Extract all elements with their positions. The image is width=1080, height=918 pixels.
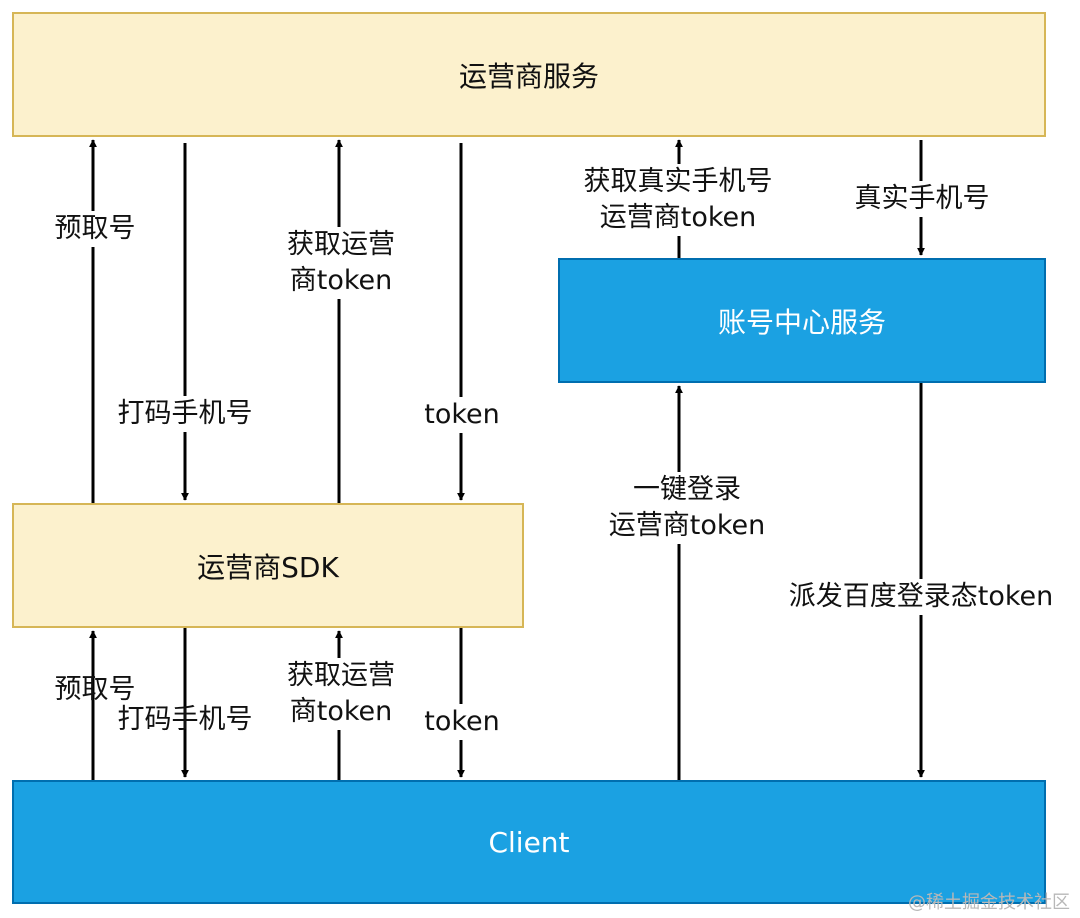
label-sdk-to-operator-prefetch: 预取号 bbox=[54, 211, 136, 247]
label-operator-to-account-real: 真实手机号 bbox=[854, 181, 990, 217]
operator-sdk-box: 运营商SDK bbox=[12, 503, 524, 628]
label-account-to-operator-real: 获取真实手机号 运营商token bbox=[583, 164, 773, 236]
label-sdk-to-operator-get-token: 获取运营 商token bbox=[287, 227, 395, 299]
client-box: Client bbox=[12, 780, 1046, 904]
label-client-to-account-login: 一键登录 运营商token bbox=[608, 472, 766, 544]
label-client-to-sdk-get-token: 获取运营 商token bbox=[287, 658, 395, 730]
label-operator-to-sdk-token: token bbox=[424, 397, 500, 433]
label-account-to-client-token: 派发百度登录态token bbox=[788, 579, 1054, 615]
operator-service-label: 运营商服务 bbox=[458, 59, 599, 93]
account-center-label: 账号中心服务 bbox=[717, 305, 886, 339]
watermark: @稀土掘金技术社区 bbox=[908, 892, 1070, 913]
client-label: Client bbox=[488, 825, 570, 859]
operator-sdk-label: 运营商SDK bbox=[197, 550, 339, 584]
label-client-to-sdk-prefetch: 预取号 bbox=[54, 674, 136, 705]
label-sdk-to-client-masked: 打码手机号 bbox=[117, 704, 253, 735]
account-center-box: 账号中心服务 bbox=[558, 258, 1046, 383]
operator-service-box: 运营商服务 bbox=[12, 12, 1046, 137]
label-sdk-to-client-token: token bbox=[424, 704, 500, 740]
label-operator-to-sdk-masked: 打码手机号 bbox=[117, 396, 253, 432]
